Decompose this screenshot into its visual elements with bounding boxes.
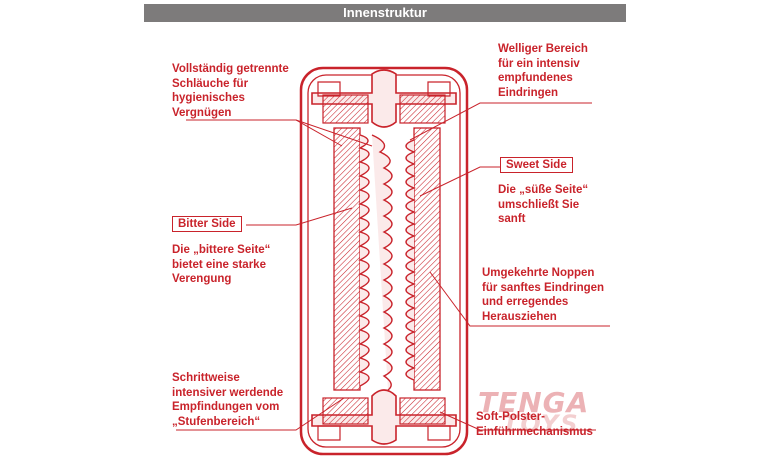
center-ridges [371,134,393,391]
callout-sweet-side [419,166,500,197]
sweet-side-badge: Sweet Side [500,157,573,173]
callout-left-top [186,119,343,147]
callout-left-bottom [176,397,345,431]
label-wavy-area: Welliger Bereich für ein intensiv empfun… [498,43,588,99]
label-step-area: Schrittweise intensiver werdende Empfind… [172,372,284,428]
callout-right-bottom [439,411,596,431]
callout-right-middle [429,271,610,327]
callout-bitter-side [246,207,353,226]
bottom-cap [311,389,457,445]
brand-watermark: TENGA TOYS [478,386,596,438]
bitter-side-ridges [358,134,370,387]
label-sweet-side-desc: Die „süße Seite“ umschließt Sie sanft [498,184,589,225]
bitter-side-badge: Bitter Side [172,216,242,232]
watermark-line-2: TOYS [502,410,580,438]
watermark-line-1: TENGA [478,386,590,419]
page-title: Innenstruktur [144,4,626,22]
top-cap [311,69,457,128]
right-sleeve-wall [413,127,441,391]
label-inverted-nubs: Umgekehrte Noppen für sanftes Eindringen… [482,267,605,323]
label-soft-cushion: Soft-Polster- Einführmechanismus [476,411,593,438]
callout-lines [176,102,610,431]
sweet-side-nubs [405,139,416,381]
label-bitter-side-desc: Die „bittere Seite“ bietet eine starke V… [172,244,271,285]
label-separate-tubes: Vollständig getrennte Schläuche für hygi… [172,63,289,119]
callout-right-top [409,102,592,141]
left-sleeve-wall [333,127,361,391]
outer-casing [299,66,469,456]
